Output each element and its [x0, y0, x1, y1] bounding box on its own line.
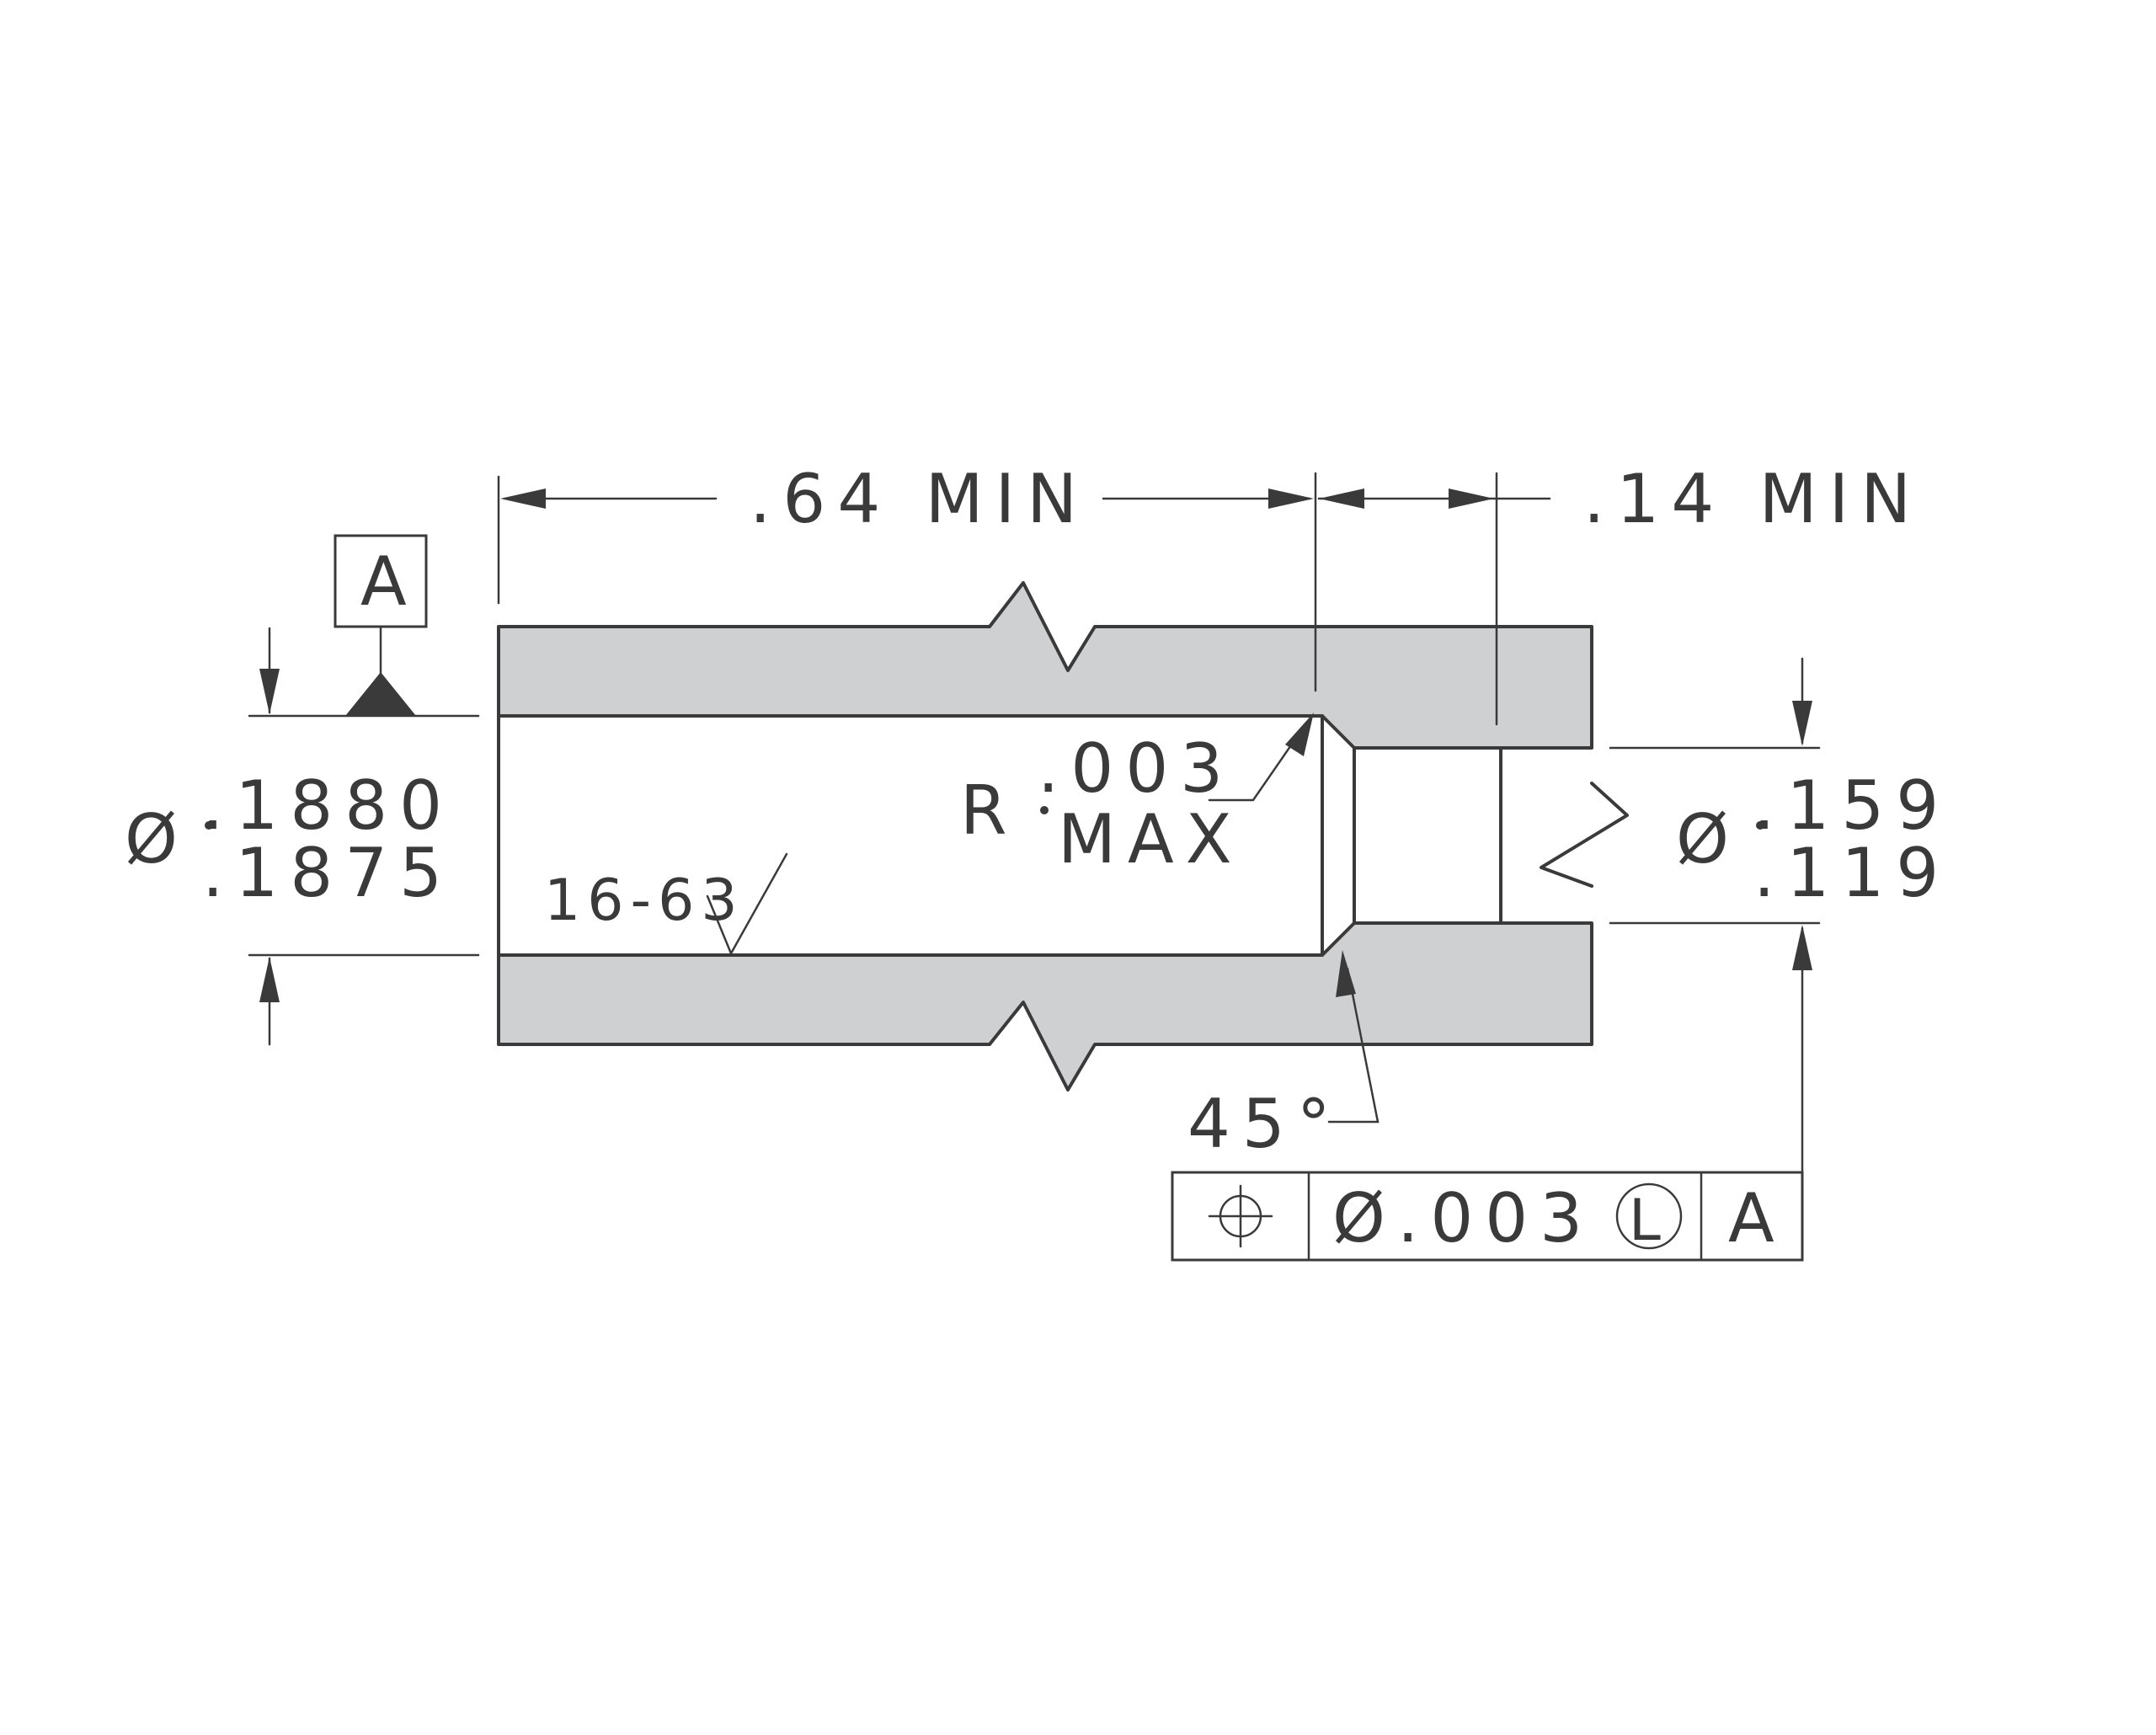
depth-arrow-right: [1449, 488, 1494, 509]
datum-label: A: [360, 542, 407, 621]
bore-diameter-symbol: Ø: [125, 800, 189, 878]
bore-arrow-upper: [259, 669, 280, 714]
hole-diameter-lower: .119: [1753, 834, 1951, 912]
least-material-condition-icon: [1615, 1182, 1683, 1250]
fcf-tolerance: Ø.003: [1332, 1179, 1594, 1257]
hole-arrow-lower: [1792, 925, 1812, 970]
hole-diameter-symbol: Ø: [1676, 800, 1741, 878]
bore-diameter-lower: .1875: [202, 834, 454, 912]
radius-arrow: [1285, 713, 1314, 756]
chamfer-arrow: [1336, 950, 1356, 997]
length-arrow-left: [500, 488, 546, 509]
depth-arrow-left: [1319, 488, 1364, 509]
bore-tolerance-dot: [205, 821, 213, 830]
hole-tolerance-dot: [1756, 821, 1764, 830]
bore-diameter-upper: .1880: [202, 766, 454, 845]
chamfer-leader: [1327, 967, 1380, 1124]
radius-note: MAX: [1058, 800, 1244, 878]
chamfer-angle-label: 45°: [1187, 1085, 1342, 1163]
upper-wall-section: [497, 581, 1593, 750]
position-icon: [1208, 1184, 1273, 1248]
surface-finish-symbol-icon: [706, 852, 788, 956]
length-dimension-label: .64 MIN: [750, 460, 1089, 538]
radius-leader: [1208, 728, 1304, 802]
radius-prefix: R: [960, 771, 1019, 850]
hole-break-line: [1540, 782, 1629, 888]
lower-wall-section: [497, 921, 1593, 1092]
hole-arrow-upper: [1792, 701, 1812, 746]
datum-triangle-icon: [345, 672, 416, 716]
surface-finish-label: 16-63: [544, 868, 744, 934]
fcf-datum: A: [1728, 1179, 1774, 1257]
fcf-modifier: L: [1629, 1188, 1661, 1254]
depth-dimension-label: .14 MIN: [1583, 460, 1923, 538]
datum-label-box: [334, 534, 428, 628]
hole-diameter-upper: .159: [1753, 766, 1951, 845]
feature-control-frame: Ø.003 L A: [1171, 1171, 1804, 1262]
bore-arrow-lower: [259, 957, 280, 1002]
radius-dot: [1040, 806, 1049, 814]
radius-value: .003: [1038, 729, 1235, 808]
length-arrow-right: [1268, 488, 1314, 509]
